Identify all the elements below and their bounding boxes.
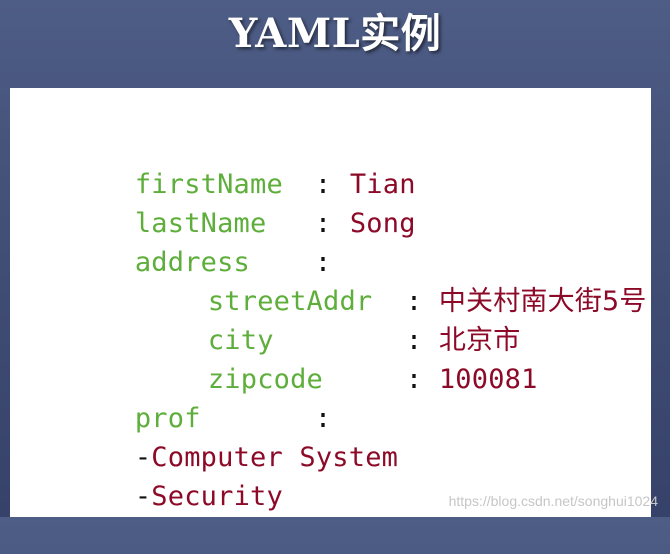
yaml-key: prof <box>134 403 201 434</box>
yaml-value: 北京市 <box>438 325 521 356</box>
yaml-line-city: city <box>142 284 274 356</box>
yaml-separator: : <box>405 364 423 395</box>
yaml-value: Tian <box>349 169 416 200</box>
slide-title: YAML实例 <box>228 10 442 57</box>
yaml-key: firstName <box>134 169 283 200</box>
yaml-code-block: firstName : Tian lastName : Song address… <box>10 88 651 517</box>
watermark-url: https://blog.csdn.net/songhui1024 <box>448 493 658 509</box>
yaml-line-address: address <box>69 206 250 278</box>
yaml-line-lastname: lastName <box>69 167 266 239</box>
yaml-separator: : <box>405 286 423 317</box>
yaml-line-zipcode: zipcode <box>142 323 323 395</box>
yaml-line-streetaddr: streetAddr <box>142 245 372 317</box>
yaml-line-prof: prof <box>69 362 201 434</box>
yaml-separator: : <box>314 208 332 239</box>
yaml-separator: : <box>314 169 332 200</box>
yaml-value: Song <box>349 208 416 239</box>
yaml-separator: : <box>314 247 332 278</box>
yaml-value: 中关村南大街5号 <box>438 286 647 317</box>
yaml-value: 100081 <box>438 364 538 395</box>
yaml-key: city <box>207 325 274 356</box>
yaml-key: streetAddr <box>207 286 373 317</box>
yaml-key: zipcode <box>207 364 324 395</box>
yaml-key: address <box>134 247 251 278</box>
yaml-separator: : <box>405 325 423 356</box>
yaml-line-firstname: firstName <box>69 128 283 200</box>
yaml-list-item: -Computer System <box>134 442 399 473</box>
yaml-list-item: -Security <box>134 481 283 512</box>
yaml-key: lastName <box>134 208 267 239</box>
yaml-separator: : <box>314 403 332 434</box>
